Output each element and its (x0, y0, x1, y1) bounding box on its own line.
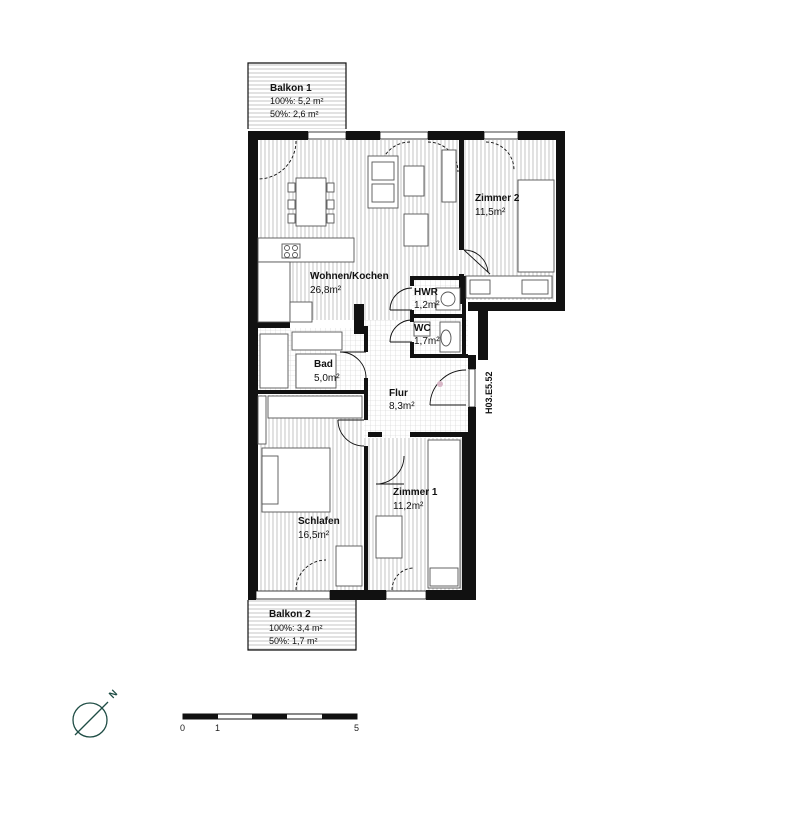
floor-balkon1 (248, 63, 346, 129)
scale-bar (182, 713, 358, 720)
label-zimmer2-area: 11,5m² (475, 207, 506, 218)
label-wohnen-area: 26,8m² (310, 285, 342, 296)
unit-id-label: H03.E5.52 (484, 371, 494, 414)
label-balkon1-name: Balkon 1 (270, 83, 312, 94)
furniture (257, 149, 555, 589)
label-schlafen-name: Schlafen (298, 516, 340, 527)
label-flur-name: Flur (389, 388, 408, 399)
label-wc-name: WC (414, 323, 431, 334)
label-balkon2-line1: 100%: 3,4 m² (269, 623, 323, 633)
scale-label-0: 0 (180, 723, 186, 733)
label-balkon2-line2: 50%: 1,7 m² (269, 636, 318, 646)
label-bad-name: Bad (314, 359, 333, 370)
label-wohnen-name: Wohnen/Kochen (310, 271, 389, 282)
label-balkon1-line2: 50%: 2,6 m² (270, 109, 319, 119)
label-hwr-name: HWR (414, 287, 438, 298)
label-wc-area: 1,7m² (414, 336, 440, 347)
walls (248, 131, 565, 600)
label-zimmer1-name: Zimmer 1 (393, 487, 438, 498)
label-flur-area: 8,3m² (389, 401, 415, 412)
floor-balkon2 (248, 600, 356, 650)
label-balkon1-line1: 100%: 5,2 m² (270, 96, 324, 106)
label-zimmer1-area: 11,2m² (393, 501, 424, 512)
label-zimmer2-name: Zimmer 2 (475, 193, 520, 204)
door-swings (257, 140, 515, 591)
label-balkon2-name: Balkon 2 (269, 609, 311, 620)
balcony-outlines (247, 62, 357, 651)
label-schlafen-area: 16,5m² (298, 530, 330, 541)
north-arrow-icon (72, 701, 109, 738)
windows (255, 131, 519, 600)
label-hwr-area: 1,2m² (414, 300, 440, 311)
label-bad-area: 5,0m² (314, 373, 340, 384)
entry-marker (437, 381, 443, 387)
scale-label-1: 1 (215, 723, 221, 733)
scale-label-5: 5 (354, 723, 360, 733)
